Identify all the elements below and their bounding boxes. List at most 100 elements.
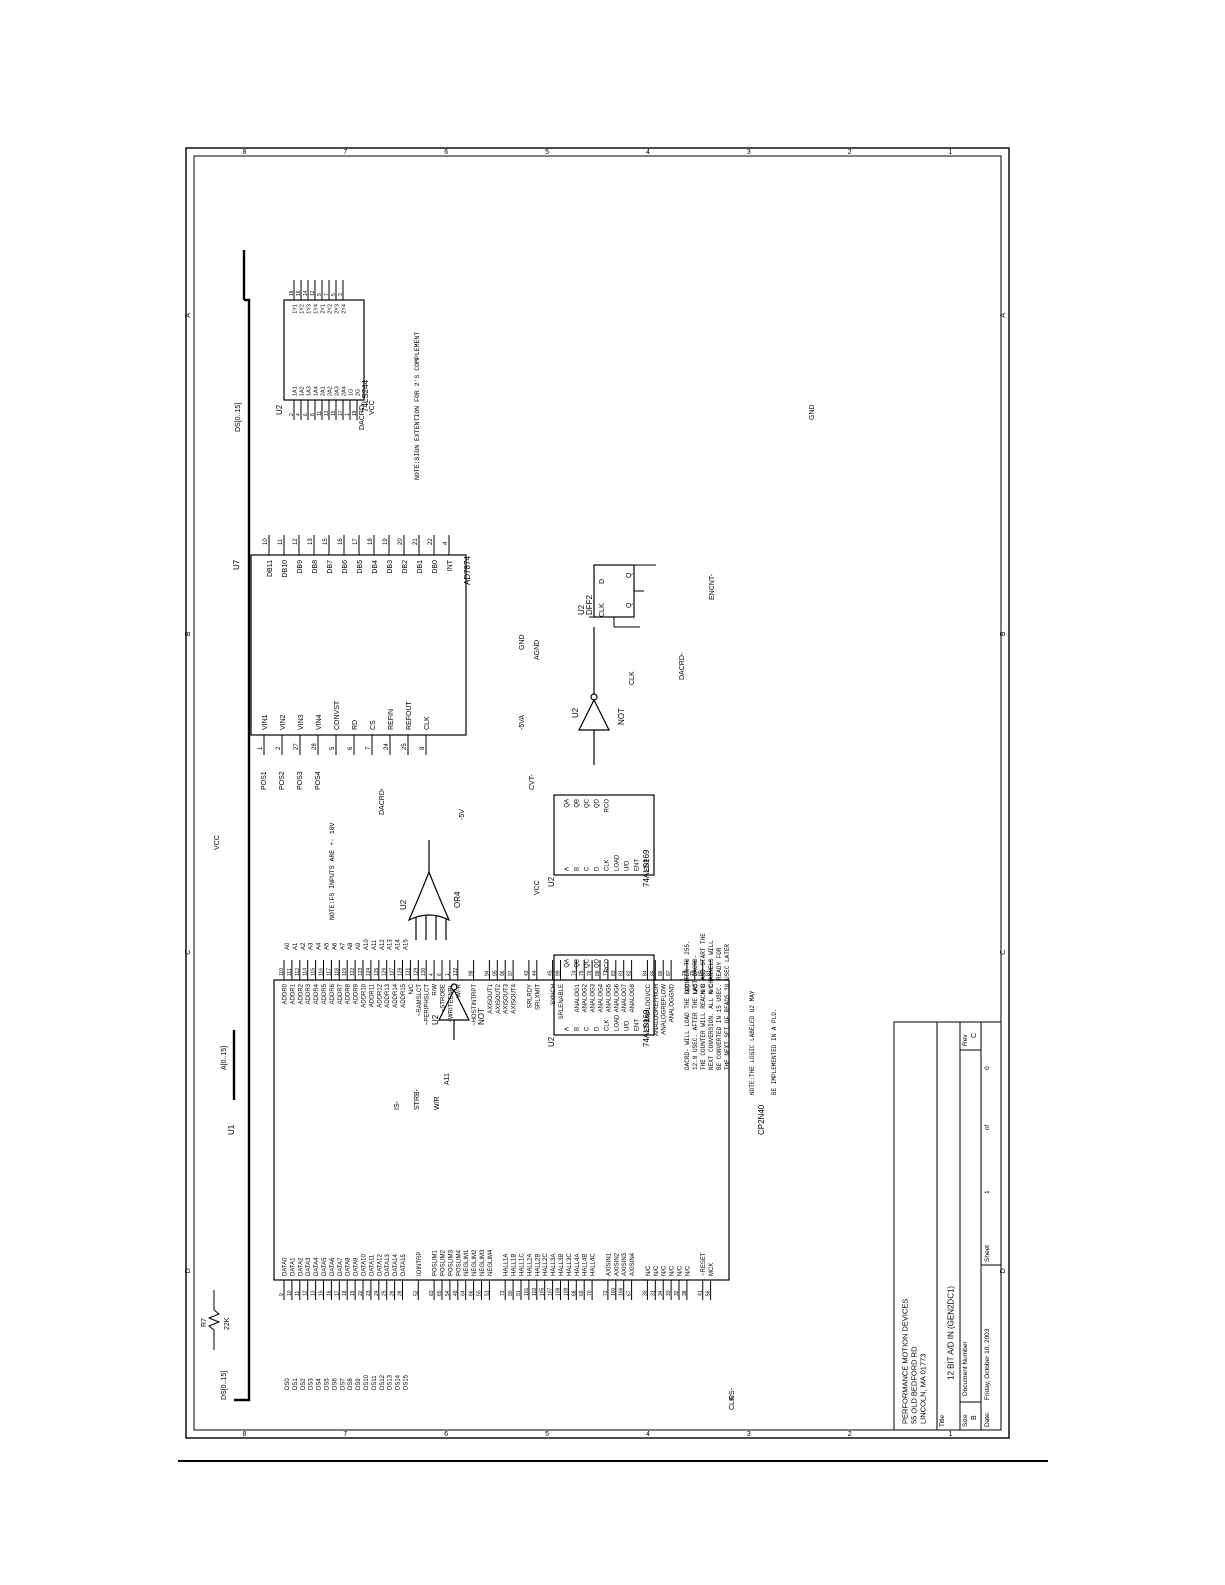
u7-adc: VIN11VIN22VIN327VIN428CONVST5RD6CS7REFIN… [232, 535, 472, 755]
u1-pin: 32 [674, 1290, 680, 1296]
counter-output: QA [565, 959, 571, 968]
u1-signal: ANALOGREFLOW [662, 984, 668, 1035]
u1-pin: 52 [413, 1290, 419, 1296]
u2-buffer-pin: 11 [317, 411, 323, 416]
u1-signal: N/C [662, 1265, 668, 1276]
u7-signal: DB2 [402, 560, 409, 574]
u1-pin: 67 [627, 1290, 633, 1296]
u1-pin: 28 [398, 1290, 404, 1296]
u7-pin: 25 [402, 743, 408, 750]
note-logic-line: BE IMPLEMENTED IN A PLD. [771, 1009, 778, 1095]
u1-signal: ANALOG5 [606, 983, 612, 1012]
u1-pin: 105 [540, 1287, 546, 1296]
u1-signal: DATA10 [362, 1254, 368, 1276]
counter-input: D [595, 1026, 601, 1031]
u1-signal: ~PERIPHSLCT [425, 984, 431, 1026]
net-a: A4 [317, 942, 323, 950]
u1-signal: HALL4C [591, 1253, 597, 1276]
u1-pin: 16 [326, 1290, 332, 1296]
counter-output: RCO [605, 799, 611, 813]
zone-number: 8 [242, 1431, 246, 1438]
u1-pin: 83 [611, 970, 617, 976]
net-a: A9 [356, 942, 362, 950]
u1-signal: ~WRITEENBL [448, 983, 454, 1022]
u1-pin: 115 [311, 968, 317, 976]
u1-signal: ~RESET [701, 1252, 707, 1276]
u1-signal: HALL2C [543, 1253, 549, 1276]
zone-letter: D [1000, 1268, 1007, 1273]
u1-signal: NEGLIM3 [480, 1249, 486, 1276]
u1-pin: 76 [587, 970, 593, 976]
of-value: 0 [984, 1066, 991, 1070]
u1-signal: SYNCH [551, 984, 557, 1005]
u1-pin: 49 [453, 1290, 459, 1296]
u7-pin: 20 [398, 538, 404, 545]
u7-signal: DB9 [297, 560, 304, 574]
u1-signal: AXISOUT1 [488, 983, 494, 1013]
or4-part: OR4 [453, 891, 462, 908]
net-ds: DS3 [309, 1378, 315, 1390]
u1-signal: AXISOUT2 [496, 983, 502, 1013]
zone-number: 8 [242, 149, 246, 156]
u1-pin: 106 [619, 1287, 625, 1296]
u2-buffer: 1A121A241A361A482A1112A2132A3152A4171G12… [275, 280, 370, 420]
zone-number: 6 [444, 149, 448, 156]
net-ds: DS15 [404, 1374, 410, 1390]
u7-signal: DB7 [327, 560, 334, 574]
u7-signal: RD [352, 720, 359, 730]
u7-signal: VIN3 [298, 714, 305, 730]
u1-pin: 99 [556, 970, 562, 976]
u2-buffer-pin: 15 [331, 410, 337, 416]
u1-pin: 13 [311, 1290, 317, 1296]
u1-signal: AXISOUT4 [512, 983, 518, 1013]
u1-signal: SRLENABLE [559, 984, 565, 1019]
u1-signal: SRLXMIT [535, 984, 541, 1010]
u2-dff-pin-d: D [599, 579, 606, 584]
counter-input: B [575, 1027, 581, 1031]
net-label: W/R [434, 1096, 441, 1110]
u1-pin: 78 [682, 970, 688, 976]
net-label: VCC [214, 835, 221, 850]
u1-signal: HALL3C [567, 1253, 573, 1276]
u1-body [273, 979, 730, 1281]
u2-buffer-signal: 1A3 [307, 386, 313, 396]
note-counter-line: THE NEXT SET OF READS 10 USEC LATER [724, 944, 731, 1070]
u2-buffer-signal: 2A1 [321, 386, 327, 396]
resistor-r7-body [207, 1309, 221, 1331]
zone-letter: C [1000, 950, 1007, 955]
u2-buffer-pin: 5 [331, 293, 337, 296]
u7-signal: DB4 [372, 560, 379, 574]
net-a: A6 [332, 942, 338, 950]
u7-body [250, 554, 467, 736]
note-counter-line: BE CONVERTED IN 15 USEC. READY FOR [716, 947, 723, 1070]
u7-pin: 6 [348, 746, 354, 750]
u1-pin: 88 [595, 970, 601, 976]
u1-pin: 110 [279, 968, 285, 976]
u1-pin: 9 [279, 1293, 285, 1296]
u1-pin: 56 [706, 1290, 712, 1296]
counter-output: QC [585, 958, 591, 968]
u7-signal: CLK [424, 716, 431, 730]
u1-pin: 85 [650, 970, 656, 976]
u1-pin: 111 [287, 968, 293, 976]
u1-pin: 97 [508, 970, 514, 976]
u2-buffer-signal: 2G [356, 389, 362, 396]
u7-signal: INT [447, 559, 454, 571]
not-gate-1 [438, 983, 470, 1040]
u2-counter-1: U2 74ALS169 [547, 954, 655, 1047]
u2-buffer-pin: 19 [352, 410, 358, 416]
resistor-r7-value: 22K [224, 1317, 231, 1330]
u1-signal: SRLRDY [527, 984, 533, 1008]
u1-signal: HALL1B [512, 1254, 518, 1276]
net-a: A0 [285, 942, 291, 950]
u1-signal: HALL1A [504, 1254, 510, 1276]
u1-signal: AXISIN4 [630, 1252, 636, 1276]
u1-signal: ANALOG1 [575, 983, 581, 1012]
zone-number: 1 [949, 1431, 953, 1438]
u2-buffer-pin: 18 [289, 290, 295, 296]
u7-signal: DB3 [387, 560, 394, 574]
counter-input: CLK [605, 1019, 611, 1031]
u1-signal: DATA0 [283, 1257, 289, 1276]
u1-signal: ADDR12 [377, 983, 383, 1007]
u2-buffer-pin: 4 [296, 413, 302, 416]
